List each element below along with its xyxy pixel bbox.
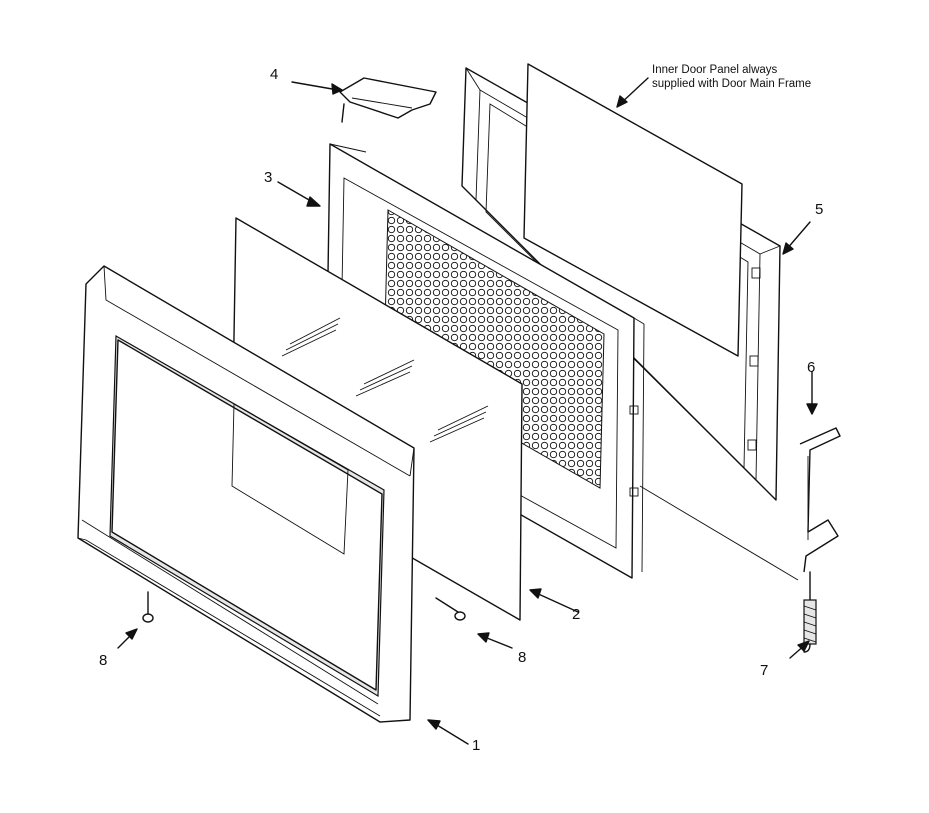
note-line-2: supplied with Door Main Frame [652, 78, 812, 90]
leader-arrows [117, 77, 818, 745]
callout-4: 4 [270, 66, 279, 83]
callout-7: 7 [760, 662, 769, 679]
inner-panel-note: Inner Door Panel always supplied with Do… [652, 63, 811, 91]
callout-2: 2 [572, 606, 581, 623]
callout-5: 5 [815, 201, 824, 218]
callout-3: 3 [264, 169, 273, 186]
callout-6: 6 [807, 359, 816, 376]
inner-door-panel [523, 63, 743, 357]
latch-spring [803, 571, 817, 653]
callout-8b: 8 [518, 649, 527, 666]
note-line-1: Inner Door Panel always [652, 64, 778, 76]
screw-bottom-left [142, 591, 154, 623]
door-outer-frame [77, 265, 415, 723]
callout-8a: 8 [99, 652, 108, 669]
door-latch [799, 427, 841, 573]
hinge-bracket [339, 77, 437, 123]
callout-1: 1 [472, 737, 481, 754]
screw-front-right [435, 597, 466, 621]
